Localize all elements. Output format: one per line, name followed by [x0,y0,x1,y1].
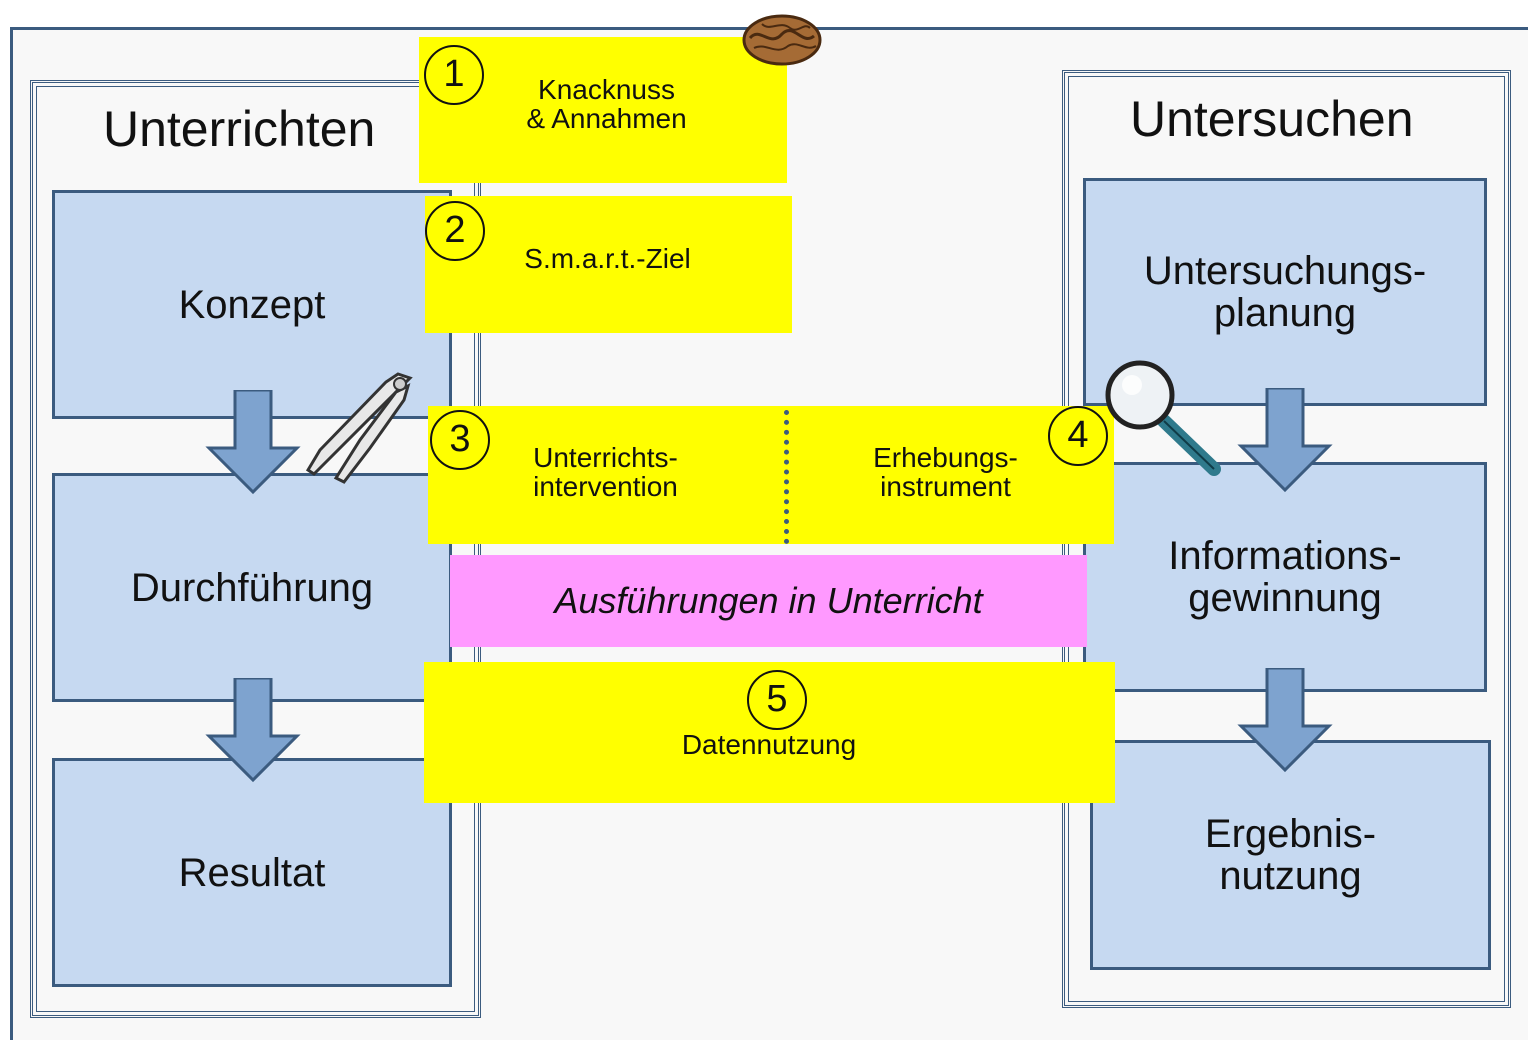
box-instrument-label: Erhebungs- instrument [873,442,1018,503]
down-arrow-icon [205,390,301,495]
bar-ausfuehrungen: Ausführungen in Unterricht [450,555,1087,647]
nutcracker-icon [305,372,413,484]
down-arrow-icon [1237,668,1333,773]
panel-title-unterrichten: Unterrichten [103,101,376,157]
walnut-icon [742,14,822,66]
step-number-1: 1 [424,45,484,105]
box-datennutzung-label: Datennutzung [681,729,857,760]
panel-title-untersuchen: Untersuchen [1130,91,1414,147]
box-datennutzung: 5 Datennutzung [424,662,1115,803]
step-number-5: 5 [747,670,807,730]
down-arrow-icon [205,678,301,783]
box-knacknuss: 1 Knacknuss & Annahmen [419,37,787,183]
step-number-3: 3 [430,410,490,470]
step-durchfuehrung: Durchführung [52,473,452,702]
down-arrow-icon [1237,388,1333,493]
divider-dotted [784,410,789,544]
magnifier-icon [1105,360,1221,476]
box-intervention-instrument: 3 Unterrichts- intervention Erhebungs- i… [428,406,1114,544]
step-number-4: 4 [1048,406,1108,466]
box-smart-ziel-label: S.m.a.r.t.-Ziel [524,243,691,274]
step-resultat: Resultat [52,758,452,987]
step-informationsgewinnung: Informations- gewinnung [1083,462,1487,692]
box-smart-ziel: 2 S.m.a.r.t.-Ziel [425,196,792,333]
step-ergebnisnutzung: Ergebnis- nutzung [1090,740,1491,970]
box-intervention-label: Unterrichts- intervention [533,442,678,503]
box-knacknuss-label: Knacknuss & Annahmen [526,74,687,135]
step-number-2: 2 [425,201,485,261]
